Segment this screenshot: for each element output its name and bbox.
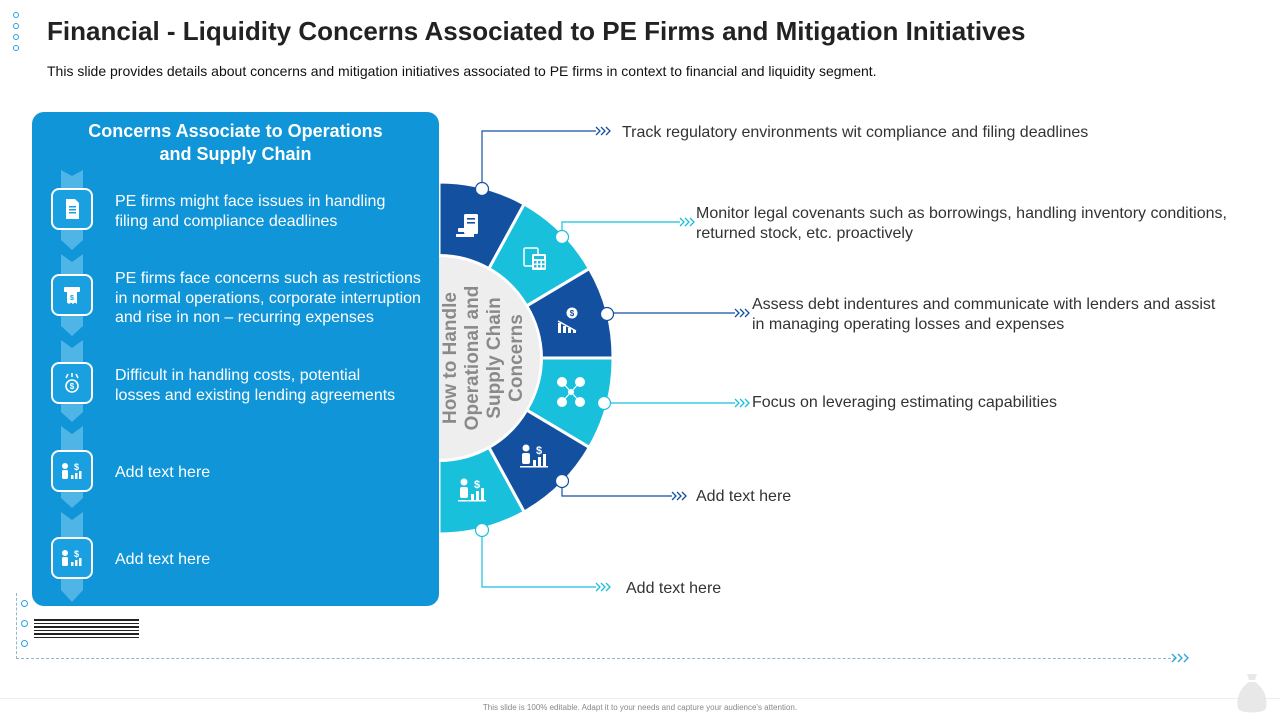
segment-icon-calculator (523, 247, 546, 270)
chevrons-right-icon (1171, 653, 1189, 663)
wheel-center-line3: Supply Chain (484, 297, 505, 418)
business-growth-icon: $ (51, 450, 93, 492)
money-bag-icon (1237, 674, 1267, 713)
business-growth-icon: $ (51, 537, 93, 579)
receipt-icon: $ (51, 274, 93, 316)
segment-icon-network (557, 377, 585, 407)
chevrons-right-icon (595, 126, 750, 592)
connector-nodes (474, 181, 615, 538)
svg-text:$: $ (74, 549, 79, 559)
footer-divider (0, 698, 1280, 699)
svg-text:$: $ (474, 479, 480, 491)
svg-text:$: $ (536, 445, 542, 457)
slide-subtitle: This slide provides details about concer… (47, 63, 877, 79)
concerns-panel: Concerns Associate to Operations and Sup… (32, 112, 439, 606)
decorative-lines (34, 619, 139, 640)
wheel-center-line4: Concerns (506, 314, 527, 402)
segment-icon-business-growth: $ (458, 478, 486, 502)
wheel-center-label: How to Handle Operational and Supply Cha… (440, 286, 527, 431)
segment-icon-document (456, 214, 478, 237)
decorative-frame (16, 593, 1176, 659)
slide-title: Financial - Liquidity Concerns Associate… (47, 16, 1026, 46)
document-icon (51, 188, 93, 230)
svg-text:$: $ (570, 309, 575, 318)
svg-text:$: $ (70, 382, 75, 391)
footer-note: This slide is 100% editable. Adapt it to… (482, 703, 798, 712)
initiative-text: Add text here (696, 488, 792, 505)
panel-title: Concerns Associate to Operations and Sup… (88, 121, 383, 164)
initiative-text: Track regulatory environments wit compli… (622, 124, 1089, 141)
wheel-center-line2: Operational and (462, 286, 483, 431)
initiative-text: Add text here (626, 580, 722, 597)
money-bag-icon: $ (51, 362, 93, 404)
wheel-center-line1: How to Handle (440, 292, 461, 424)
decorative-dots (13, 12, 21, 56)
initiative-text: Assess debt indentures and communicate w… (752, 296, 1216, 333)
initiative-text: Focus on leveraging estimating capabilit… (752, 394, 1058, 411)
initiative-text: Monitor legal covenants such as borrowin… (696, 205, 1227, 242)
svg-text:$: $ (74, 462, 79, 472)
segment-icon-loss-chart: $ (557, 307, 578, 333)
svg-text:$: $ (70, 295, 74, 302)
segment-icon-business-growth: $ (520, 444, 548, 468)
